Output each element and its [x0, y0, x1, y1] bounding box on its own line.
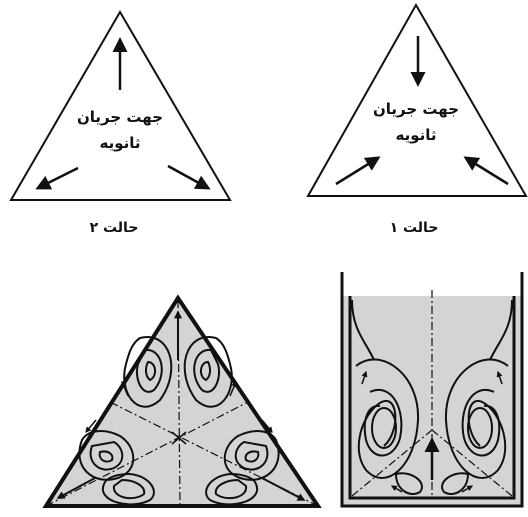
case2-label-line2: ثانویه	[99, 134, 140, 152]
case1-arrow-bottom-left	[336, 158, 378, 184]
case2-panel: جهت جریان ثانویه حالت ۲	[11, 12, 230, 236]
channel-vortex-diagram	[342, 272, 522, 506]
triangular-duct-vortex-diagram	[46, 298, 318, 506]
case2-label-line1: جهت جریان	[77, 108, 163, 126]
case2-arrow-bottom-right	[168, 166, 208, 188]
case2-arrow-bottom-left	[38, 168, 78, 188]
case1-caption: حالت ۱	[390, 220, 439, 236]
case1-label-line1: جهت جریان	[373, 100, 459, 118]
case1-label-line2: ثانویه	[395, 126, 436, 144]
case2-caption: حالت ۲	[90, 220, 139, 236]
case1-arrow-bottom-right	[466, 158, 508, 184]
case1-panel: جهت جریان ثانویه حالت ۱	[308, 5, 526, 236]
triangular-duct-body	[46, 298, 318, 506]
